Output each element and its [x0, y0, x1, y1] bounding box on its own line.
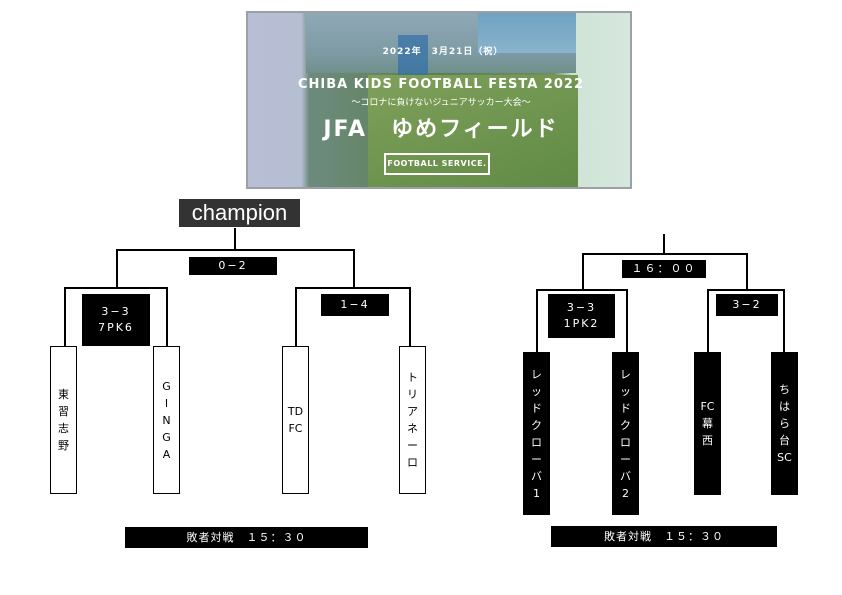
team-char: A [162, 447, 171, 461]
team-char: ッ [531, 384, 542, 398]
loser-match-label: 敗者対戦 １５：３０ [551, 526, 777, 547]
champion-label: champion [179, 199, 300, 227]
team-box: ち は ら 台 SC [771, 352, 798, 495]
bracket-line [295, 287, 411, 289]
bracket-line [409, 287, 411, 347]
team-char: ド [620, 401, 631, 415]
bracket-line [116, 249, 118, 289]
team-char: N [162, 413, 171, 427]
semi1-pk-text: 1PK2 [563, 317, 600, 330]
bracket-line [116, 249, 355, 251]
team-char: 野 [58, 439, 69, 452]
team-box: ト リ ア ネ ー ロ [399, 346, 426, 494]
team-char: ち [779, 383, 790, 396]
bracket-line [582, 253, 584, 291]
team-char: 台 [779, 434, 790, 447]
final-time-text: １６：００ [631, 262, 697, 275]
bracket-line [746, 253, 748, 291]
team-char: ロ [531, 435, 542, 449]
team-char: I [164, 396, 169, 410]
event-banner: 2022年 3月21日（祝） CHIBA KIDS FOOTBALL FESTA… [246, 11, 632, 189]
bracket-line [295, 287, 297, 347]
team-char: バ [620, 469, 631, 483]
semi1-pk-text: 7PK6 [98, 321, 134, 334]
team-char: G [162, 430, 171, 444]
team-char: FC [288, 422, 303, 435]
team-box: TD FC [282, 346, 309, 494]
team-char: バ [531, 469, 542, 483]
team-char: SC [777, 451, 792, 464]
team-box: レ ッ ド ク ロ ー バ 1 [523, 352, 550, 515]
team-char: ド [531, 401, 542, 415]
semi1-score-text: 3−3 [101, 305, 131, 318]
team-char: ロ [407, 456, 418, 469]
team-char: ア [407, 405, 418, 418]
team-char: 東 [58, 388, 69, 401]
team-char: FC [700, 400, 715, 413]
bracket-line [166, 287, 168, 347]
team-char: ト [407, 371, 418, 384]
final-score: 0−2 [189, 257, 277, 275]
bracket-line [783, 289, 785, 354]
semi2-score-text: 1−4 [340, 298, 370, 311]
banner-track [398, 35, 428, 75]
team-char: ー [531, 452, 542, 466]
semi2-score: 3−2 [716, 294, 778, 316]
team-char: TD [287, 405, 304, 418]
bracket-line [582, 253, 748, 255]
bracket-line [64, 287, 168, 289]
team-char: 幕 [702, 417, 713, 430]
team-char: 1 [533, 486, 540, 500]
team-char: ら [779, 417, 790, 430]
team-char: ロ [620, 435, 631, 449]
semi2-score: 1−4 [321, 294, 389, 316]
sponsor-logo: FOOTBALL SERVICE. [384, 153, 490, 175]
bracket-line [536, 289, 628, 291]
team-char: 志 [58, 422, 69, 435]
banner-venue: JFA ゆめフィールド [323, 117, 559, 142]
bracket-line [707, 289, 709, 354]
team-char: レ [531, 367, 542, 381]
team-box: 東 習 志 野 [50, 346, 77, 494]
bracket-line [353, 249, 355, 289]
semi1-score: 3−3 1PK2 [548, 294, 615, 338]
final-time: １６：００ [622, 260, 706, 278]
semi1-score-text: 3−3 [566, 301, 597, 314]
bracket-line [707, 289, 785, 291]
team-char: ク [531, 418, 542, 432]
team-char: ネ [407, 422, 418, 435]
team-char: ー [407, 439, 418, 452]
team-char: は [779, 400, 790, 413]
banner-date: 2022年 3月21日（祝） [382, 47, 504, 57]
final-score-text: 0−2 [218, 259, 248, 272]
banner-festival-title: CHIBA KIDS FOOTBALL FESTA 2022 [297, 77, 584, 92]
team-char: G [162, 379, 171, 393]
bracket-line [626, 289, 628, 354]
team-char: ー [620, 452, 631, 466]
team-box: G I N G A [153, 346, 180, 494]
team-box: レ ッ ド ク ロ ー バ 2 [612, 352, 639, 515]
bracket-line [663, 234, 665, 254]
team-char: リ [407, 388, 418, 401]
team-char: 習 [58, 405, 69, 418]
semi1-score: 3−3 7PK6 [82, 294, 150, 346]
team-char: ッ [620, 384, 631, 398]
semi2-score-text: 3−2 [732, 298, 762, 311]
team-char: ク [620, 418, 631, 432]
team-char: レ [620, 367, 631, 381]
loser-match-label: 敗者対戦 １５：３０ [125, 527, 368, 548]
team-box: FC 幕 西 [694, 352, 721, 495]
team-char: 2 [622, 486, 629, 500]
bracket-line [536, 289, 538, 354]
bracket-line [234, 228, 236, 250]
banner-field [368, 75, 578, 187]
bracket-line [64, 287, 66, 347]
banner-subtitle: 〜コロナに負けないジュニアサッカー大会〜 [351, 98, 531, 108]
banner-sea [478, 13, 576, 53]
team-char: 西 [702, 434, 713, 447]
